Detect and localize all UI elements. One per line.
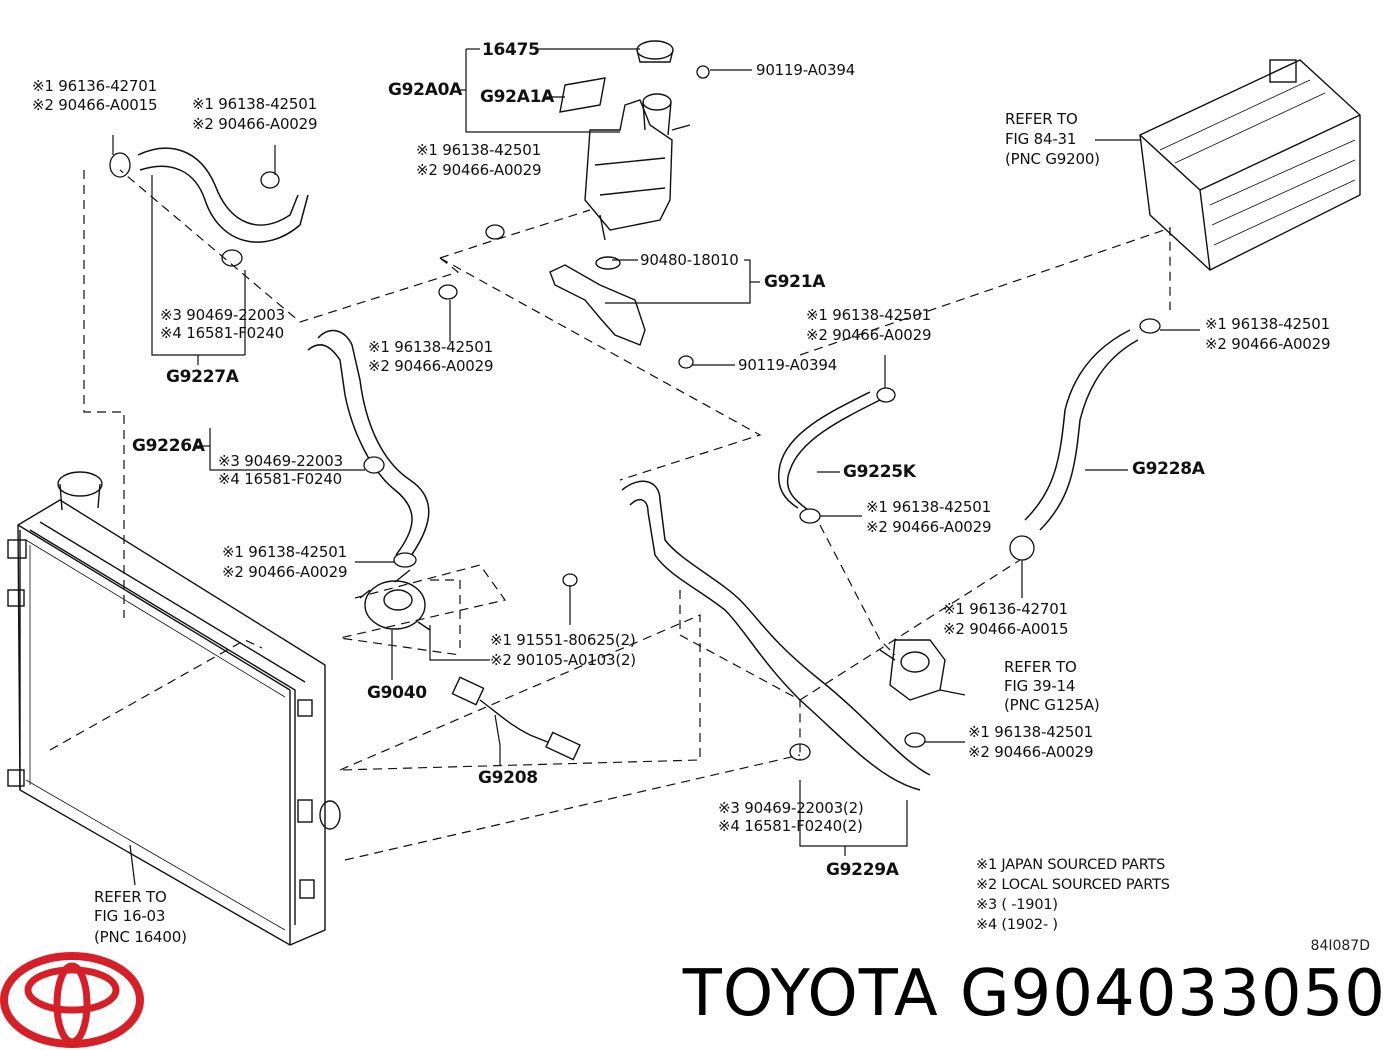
- label-g9229a: G9229A: [826, 860, 899, 880]
- label-g9225k: G9225K: [843, 462, 916, 482]
- hoses: [137, 147, 1139, 791]
- label-refer-valve-2: FIG 39-14: [1004, 677, 1076, 695]
- label-valve-clip-2: ※2 90466-A0029: [968, 743, 1094, 761]
- label-refer-radiator-2: FIG 16-03: [94, 907, 166, 925]
- note-japan: ※1 JAPAN SOURCED PARTS: [976, 857, 1166, 873]
- radiator: [7, 471, 341, 946]
- label-pump-clip-1: ※1 96138-42501: [222, 543, 347, 561]
- note-3: ※3 ( -1901): [976, 897, 1058, 913]
- label-top-left-clip-1: ※1 96136-42701: [32, 77, 157, 95]
- inverter: [1139, 59, 1361, 271]
- dashed-lines: [49, 169, 1171, 861]
- part-number: G904033050: [959, 957, 1386, 1031]
- label-pump-bolt-2: ※2 90105-A0103(2): [490, 651, 636, 669]
- label-g9229a-clip-3: ※3 90469-22003(2): [718, 799, 864, 817]
- label-g9228a-bot-clip-1: ※1 96136-42701: [943, 600, 1068, 618]
- label-g92a0a: G92A0A: [388, 80, 462, 100]
- label-g9225k-bot-clip-2: ※2 90466-A0029: [866, 518, 992, 536]
- bracket: [549, 256, 646, 346]
- label-g9225k-top-clip-1: ※1 96138-42501: [806, 306, 931, 324]
- brand-name: TOYOTA: [682, 957, 939, 1031]
- label-g921a: G921A: [764, 272, 826, 292]
- label-mid-clip-2: ※2 90466-A0029: [368, 357, 494, 375]
- reservoir-tank: [559, 40, 691, 241]
- label-upper-hose-clip-2: ※2 90466-A0029: [192, 115, 318, 133]
- label-upper-hose-clip-1: ※1 96138-42501: [192, 95, 317, 113]
- label-g9227a-clip-3: ※3 90469-22003: [160, 306, 285, 324]
- label-g9225k-bot-clip-1: ※1 96138-42501: [866, 498, 991, 516]
- label-g9225k-top-clip-2: ※2 90466-A0029: [806, 326, 932, 344]
- label-refer-inverter-3: (PNC G9200): [1005, 150, 1100, 168]
- label-g9208: G9208: [478, 768, 538, 788]
- label-g9226a: G9226A: [132, 436, 205, 456]
- label-g9227a-clip-4: ※4 16581-F0240: [160, 324, 285, 342]
- label-refer-inverter-2: FIG 84-31: [1005, 130, 1077, 148]
- label-refer-inverter-1: REFER TO: [1005, 110, 1078, 128]
- label-refer-radiator-3: (PNC 16400): [94, 928, 187, 946]
- label-top-left-clip-2: ※2 90466-A0015: [32, 96, 158, 114]
- label-reservoir-clip-1: ※1 96138-42501: [416, 141, 541, 159]
- label-valve-clip-1: ※1 96138-42501: [968, 723, 1093, 741]
- label-g9228a: G9228A: [1132, 459, 1205, 479]
- label-refer-radiator-1: REFER TO: [94, 888, 167, 906]
- label-16475: 16475: [482, 40, 540, 60]
- toyota-logo: [0, 952, 144, 1048]
- label-g9228a-bot-clip-2: ※2 90466-A0015: [943, 620, 1069, 638]
- wire-harness: [451, 676, 581, 761]
- label-g9227a: G9227A: [166, 367, 239, 387]
- label-grommet: 90480-18010: [640, 251, 739, 269]
- label-g9040: G9040: [367, 683, 427, 703]
- water-pump: [359, 569, 431, 631]
- note-local: ※2 LOCAL SOURCED PARTS: [976, 877, 1170, 893]
- label-mid-clip-1: ※1 96138-42501: [368, 338, 493, 356]
- label-g9228a-top-clip-2: ※2 90466-A0029: [1205, 335, 1331, 353]
- note-4: ※4 (1902- ): [976, 917, 1058, 933]
- label-g9229a-clip-4: ※4 16581-F0240(2): [718, 817, 863, 835]
- label-refer-valve-1: REFER TO: [1004, 658, 1077, 676]
- label-bolt-bracket: 90119-A0394: [738, 356, 838, 374]
- label-g92a1a: G92A1A: [480, 87, 554, 107]
- label-g9228a-top-clip-1: ※1 96138-42501: [1205, 315, 1330, 333]
- label-bolt-top: 90119-A0394: [756, 61, 856, 79]
- label-reservoir-clip-2: ※2 90466-A0029: [416, 161, 542, 179]
- label-pump-bolt-1: ※1 91551-80625(2): [490, 631, 636, 649]
- label-g9226a-clip-4: ※4 16581-F0240: [218, 470, 343, 488]
- label-pump-clip-2: ※2 90466-A0029: [222, 563, 348, 581]
- label-g9226a-clip-3: ※3 90469-22003: [218, 452, 343, 470]
- leader-lines: [112, 48, 1200, 886]
- part-title: TOYOTA G904033050: [683, 958, 1386, 1030]
- drawing-code: 84I087D: [1310, 938, 1370, 954]
- label-refer-valve-3: (PNC G125A): [1004, 696, 1100, 714]
- notes-legend: ※1 JAPAN SOURCED PARTS ※2 LOCAL SOURCED …: [976, 855, 1170, 935]
- valve: [879, 639, 966, 701]
